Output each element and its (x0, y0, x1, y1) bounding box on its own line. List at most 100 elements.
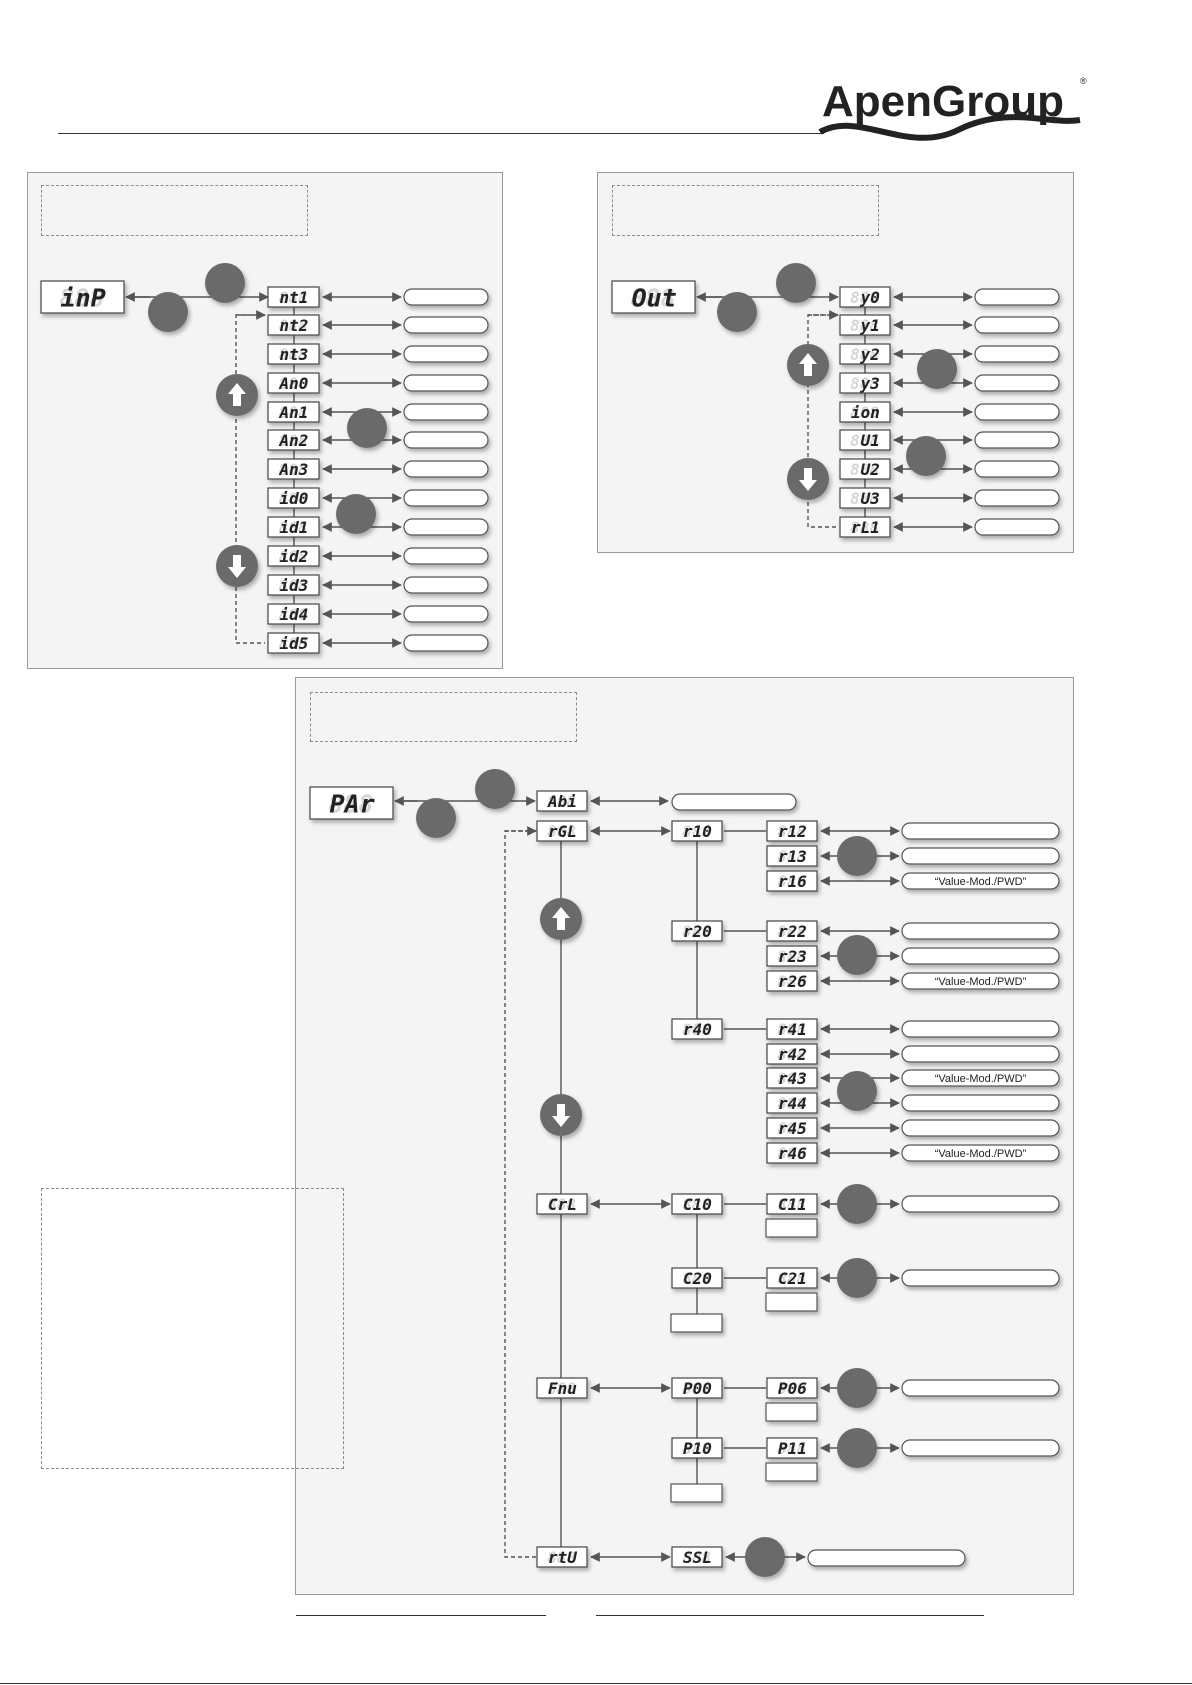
param-r12-ghost: 888 (777, 822, 806, 841)
param-value-r45-shape (901, 1119, 1060, 1137)
param-item-rtU-frame (536, 1546, 588, 1568)
output-item-U2-frame (839, 458, 891, 480)
output-item-ion-ghost: 888 (850, 403, 879, 422)
outputs-up-arrow-glyph (799, 353, 817, 376)
output-value-pill-y2 (974, 345, 1060, 363)
input-item-nt2-ghost: 888 (279, 316, 308, 335)
input-value-pill-An3-shape (403, 460, 489, 478)
param-item-Fnu-frame (536, 1377, 588, 1399)
param-r26-code: r26 (778, 972, 807, 991)
input-item-id4-code: id4 (279, 605, 308, 624)
output-value-pill-y3 (974, 374, 1060, 392)
input-value-pill-id2 (403, 547, 489, 565)
param-r22-frame (766, 920, 818, 942)
param-value-r44-shape (901, 1094, 1060, 1112)
output-value-pill-ion (974, 403, 1060, 421)
param-r20-ghost: 888 (682, 922, 711, 941)
input-item-id3-frame (267, 574, 320, 596)
param-r22-code: r22 (778, 922, 807, 941)
param-r20-code: r20 (683, 922, 712, 941)
param-P00-ghost: 888 (682, 1379, 711, 1398)
inputs-step-circle-d (336, 494, 376, 534)
input-value-pill-nt3 (403, 345, 489, 363)
inputs-up-arrow-glyph (228, 383, 246, 406)
param-r46-frame (766, 1142, 818, 1164)
param-P00-frame (671, 1377, 723, 1399)
outputs-title-box (612, 185, 879, 236)
input-item-nt1-ghost: 888 (279, 288, 308, 307)
param-r44-code: r44 (778, 1094, 807, 1113)
param-value-r13-shape (901, 847, 1060, 865)
param-P06-frame (766, 1377, 818, 1399)
output-item-U3-ghost: 888 (850, 489, 879, 508)
param-r46-code: r46 (778, 1144, 807, 1163)
input-value-pill-id3-shape (403, 576, 489, 594)
outputs-root-display-code: Out (632, 284, 677, 313)
param-value-r12-shape (901, 822, 1060, 840)
p06-value-pill (901, 1379, 1060, 1397)
param-r13-ghost: 888 (777, 847, 806, 866)
param-r13-frame (766, 845, 818, 867)
logo-text: ApenGroup (822, 77, 1064, 126)
input-value-pill-id4-shape (403, 605, 489, 623)
c11-value-pill (901, 1195, 1060, 1213)
parameters-up-arrow (540, 898, 582, 940)
inputs-step-circle-b (148, 292, 188, 332)
input-item-id2-frame (267, 545, 320, 567)
output-item-U1-ghost: 888 (850, 431, 879, 450)
param-value-r13 (901, 847, 1060, 865)
input-value-pill-id5 (403, 634, 489, 652)
param-P11-frame (766, 1437, 818, 1459)
param-r43-code: r43 (778, 1069, 807, 1088)
param-item-rGL-code: rGL (548, 822, 577, 841)
outputs-step-circle-a (776, 263, 816, 303)
output-value-pill-U3-shape (974, 489, 1060, 507)
outputs-step-circle-d (906, 436, 946, 476)
output-value-pill-ion-shape (974, 403, 1060, 421)
inputs-root-display-ghost: 888 (59, 284, 104, 313)
output-value-pill-y2-shape (974, 345, 1060, 363)
input-item-nt3-code: nt3 (279, 345, 308, 364)
input-item-nt2-frame (267, 314, 320, 336)
param-r26-frame (766, 970, 818, 992)
c20-sub-box (670, 1313, 723, 1333)
param-r10-ghost: 888 (682, 822, 711, 841)
param-value-r23-shape (901, 947, 1060, 965)
param-r40-ghost: 888 (682, 1020, 711, 1039)
param-r26-ghost: 888 (777, 972, 806, 991)
output-item-y1-frame (839, 314, 891, 336)
param-r40-frame (671, 1018, 723, 1040)
param-r16-code: r16 (778, 872, 807, 891)
p06-value-pill-shape (901, 1379, 1060, 1397)
input-value-pill-id2-shape (403, 547, 489, 565)
parameters-root-display-ghost: 888 (328, 790, 373, 819)
output-value-pill-U1-shape (974, 431, 1060, 449)
parameters-down-arrow-glyph (552, 1104, 570, 1127)
parameters-step-circle-a (475, 769, 515, 809)
output-item-rL1-code: rL1 (851, 518, 880, 537)
param-value-r16-text: “Value-Mod./PWD” (935, 876, 1027, 888)
output-value-pill-y0-shape (974, 288, 1060, 306)
input-item-id3-ghost: 888 (279, 576, 308, 595)
page-bottom-rule (0, 1683, 1192, 1684)
output-item-U1-frame (839, 429, 891, 451)
input-item-An1-code: An1 (278, 403, 308, 422)
param-C11-frame (766, 1193, 818, 1215)
outputs-root-display-frame (611, 280, 696, 314)
param-item-rtU-ghost: 888 (547, 1548, 576, 1567)
input-item-An2-ghost: 888 (279, 431, 308, 450)
param-C20-ghost: 888 (682, 1269, 711, 1288)
param-C21-ghost: 888 (777, 1269, 806, 1288)
